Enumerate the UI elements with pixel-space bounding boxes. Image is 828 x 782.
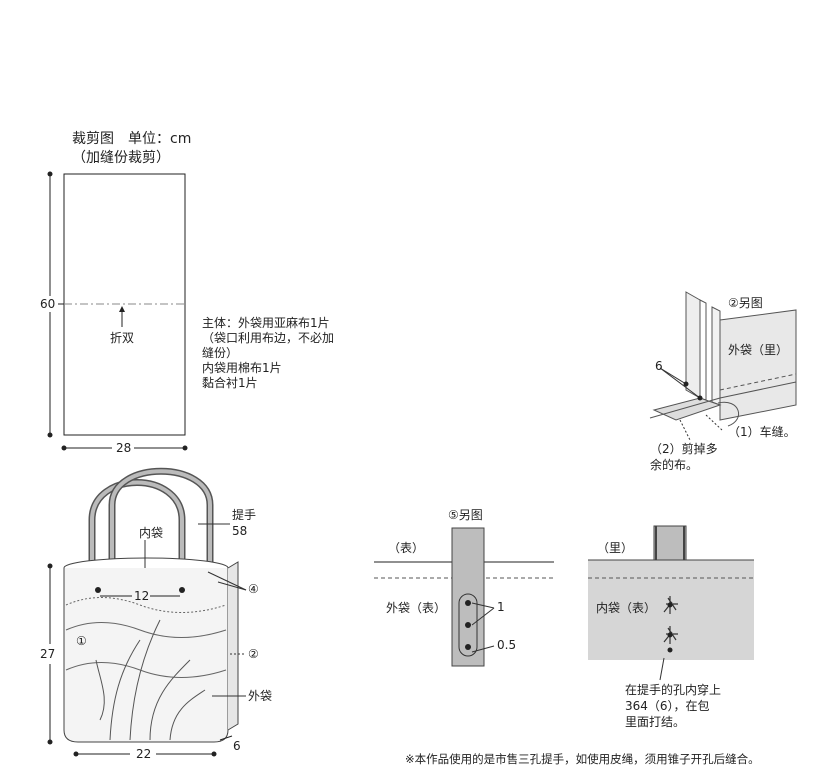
cutting-note-1: 主体：外袋用亚麻布1片 <box>202 316 330 330</box>
detail2-title: ②另图 <box>728 296 763 310</box>
detail5-inner-front: 内袋（表） <box>596 601 657 615</box>
bag-span-dim: 12 <box>134 589 150 603</box>
bag-illustration <box>47 467 247 757</box>
detail2-outer-lining: 外袋（里） <box>728 343 789 357</box>
bag-outer-label: 外袋 <box>248 689 273 703</box>
cutting-title: 裁剪图 单位：cm <box>72 131 192 147</box>
bag-mark-4: ④ <box>248 582 259 596</box>
detail5-title: ⑤另图 <box>448 508 483 522</box>
detail2-step2b: 余的布。 <box>650 458 699 472</box>
cutting-note-2: （袋口利用布边，不必加 <box>202 331 335 345</box>
detail5-note-1: 在提手的孔内穿上 <box>625 683 722 697</box>
detail5-back: （里） <box>597 541 634 555</box>
detail-5-front <box>374 527 554 667</box>
bag-depth-dim: 6 <box>233 739 241 753</box>
cutting-note-3: 缝份） <box>202 346 239 360</box>
detail-2-illustration <box>649 291 797 441</box>
detail5-front: （表） <box>388 541 425 555</box>
bag-width-dim: 22 <box>136 747 152 761</box>
detail5-outer-front: 外袋（表） <box>386 601 447 615</box>
detail5-dim-1: 1 <box>497 600 505 614</box>
detail5-dim-05: 0.5 <box>497 638 517 652</box>
bag-mark-2: ② <box>248 647 259 661</box>
cutting-note-5: 黏合衬1片 <box>202 376 258 390</box>
detail2-step1: （1）车缝。 <box>728 425 796 439</box>
detail-5-back <box>588 525 754 681</box>
detail5-note-2: 364（6），在包 <box>625 699 710 713</box>
bag-mark-1: ① <box>76 634 87 648</box>
cutting-width-dim: 28 <box>116 441 132 455</box>
cutting-subtitle: （加缝份裁剪） <box>72 150 170 166</box>
bag-height-dim: 27 <box>40 647 56 661</box>
detail2-num6: 6 <box>655 359 663 373</box>
detail5-note-3: 里面打结。 <box>625 715 686 729</box>
bag-handle-length: 58 <box>232 524 248 538</box>
footnote: ※本作品使用的是市售三孔提手，如使用皮绳，须用锥子开孔后缝合。 <box>405 752 760 766</box>
bag-inner-label: 内袋 <box>139 526 164 540</box>
bag-handle-label: 提手 <box>232 508 257 522</box>
cutting-diagram <box>47 171 188 451</box>
fold-label: 折双 <box>110 331 135 345</box>
cutting-height-dim: 60 <box>40 297 56 311</box>
cutting-note-4: 内袋用棉布1片 <box>202 361 282 375</box>
detail2-step2a: （2）剪掉多 <box>650 442 718 456</box>
